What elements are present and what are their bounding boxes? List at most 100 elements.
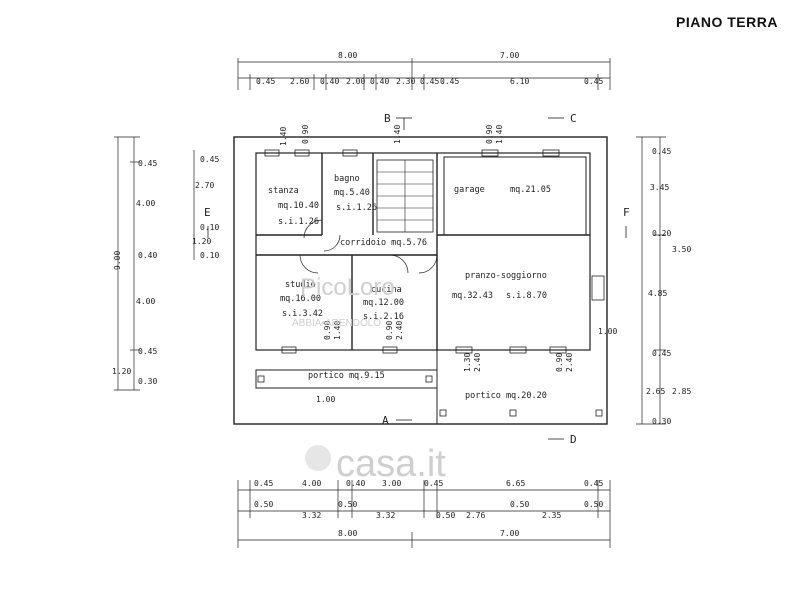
room-garage-area: mq.21.05 (510, 185, 551, 195)
dim-right-6: 2.85 (672, 387, 691, 396)
dim-right-3: 4.85 (648, 289, 667, 298)
dim-win-2: 1.40 (393, 125, 402, 144)
dim-top-3: 2.00 (346, 77, 365, 86)
room-pranzo: pranzo-soggiorno (465, 271, 547, 281)
room-stanza-si: s.i.1.26 (278, 217, 319, 227)
dim-left-2: 0.40 (138, 251, 157, 260)
room-stanza: stanza (268, 186, 299, 196)
dim-bot2-6: 0.50 (510, 500, 529, 509)
section-label-e: E (204, 206, 211, 219)
dim-garage-side: 1.00 (598, 327, 617, 336)
dim-left-in-3: 1.20 (192, 237, 211, 246)
dim-top-total-left: 8.00 (338, 51, 357, 60)
dim-left-in-4: 0.10 (200, 251, 219, 260)
watermark-brand: casa.it (336, 443, 446, 485)
door-stanza (303, 219, 323, 239)
dim-win-4: 1.40 (495, 125, 504, 144)
door-bagno (323, 234, 341, 252)
window-top-2 (294, 149, 310, 157)
window-top-5 (542, 149, 560, 157)
door-cucina (389, 254, 409, 274)
window-bot-4 (509, 346, 527, 354)
dim-bot2-1: 3.32 (302, 511, 321, 520)
dim-top-8: 6.10 (510, 77, 529, 86)
dim-win-b-0: 0.90 (323, 321, 332, 340)
dim-win-b-1: 1.40 (333, 321, 342, 340)
dim-left-total: 9.00 (113, 251, 122, 270)
dim-left-in-1: 2.70 (195, 181, 214, 190)
dim-left-3: 4.00 (136, 297, 155, 306)
dim-bot2-3: 3.32 (376, 511, 395, 520)
watermark-agency: PicoLoro (300, 274, 395, 301)
room-garage: garage (454, 185, 485, 195)
room-portico-right: portico mq.20.20 (465, 391, 547, 401)
section-label-f: F (623, 206, 630, 219)
floor-title: PIANO TERRA (676, 14, 778, 30)
room-stanza-area: mq.10.40 (278, 201, 319, 211)
dim-top-total-right: 7.00 (500, 51, 519, 60)
door-studio (299, 254, 319, 274)
dim-win-0: 1.40 (279, 127, 288, 146)
dim-bot2-0: 0.50 (254, 500, 273, 509)
door-pranzo (418, 254, 438, 274)
dim-win-b-3: 2.40 (473, 353, 482, 372)
dim-bot1-5: 6.65 (506, 479, 525, 488)
dim-bot1-4: 0.45 (424, 479, 443, 488)
room-bagno-area: mq.5.40 (334, 188, 370, 198)
dim-top-6: 0.45 (420, 77, 439, 86)
dim-bot3-left: 8.00 (338, 529, 357, 538)
section-label-c: C (570, 112, 577, 125)
interior-wall-outline (255, 152, 591, 351)
room-bagno: bagno (334, 174, 360, 184)
room-cucina-si: s.i.2.16 (363, 312, 404, 322)
dim-right-5: 2.65 (646, 387, 665, 396)
dim-right-0: 0.45 (652, 147, 671, 156)
room-pranzo-si: s.i.8.70 (506, 291, 547, 301)
room-cucina-area: mq.12.00 (363, 298, 404, 308)
dim-win-1: 0.90 (301, 125, 310, 144)
section-label-a: A (382, 414, 389, 427)
dim-right-7: 0.30 (652, 417, 671, 426)
dim-bot1-2: 0.40 (346, 479, 365, 488)
dim-bot2-5: 2.76 (466, 511, 485, 520)
dim-right-total: 3.50 (672, 245, 691, 254)
exterior-wall (233, 136, 608, 425)
dim-right-4: 0.45 (652, 349, 671, 358)
dim-bot2-2: 0.50 (338, 500, 357, 509)
room-studio-si: s.i.3.42 (282, 309, 323, 319)
dim-bot1-3: 3.00 (382, 479, 401, 488)
dim-bot3-right: 7.00 (500, 529, 519, 538)
dim-left-4: 0.45 (138, 347, 157, 356)
dim-left-0: 0.45 (138, 159, 157, 168)
dim-right-2: 0.20 (652, 229, 671, 238)
dim-left-6: 0.30 (138, 377, 157, 386)
dim-win-b-2: 1.30 (463, 353, 472, 372)
room-portico-left: portico mq.9.15 (308, 371, 385, 381)
dim-left-1: 4.00 (136, 199, 155, 208)
garage-wall (443, 156, 587, 236)
dim-bot1-6: 0.45 (584, 479, 603, 488)
section-label-b: B (384, 112, 391, 125)
dim-left-in-2: 0.10 (200, 223, 219, 232)
dim-top-2: 0.40 (320, 77, 339, 86)
dim-bot2-7: 2.35 (542, 511, 561, 520)
dim-top-9: 0.45 (584, 77, 603, 86)
section-label-d: D (570, 433, 577, 446)
window-bot-5 (549, 346, 567, 354)
dim-win-b-6: 0.90 (385, 321, 394, 340)
room-studio-area: mq.16.00 (280, 294, 321, 304)
dim-portico-width: 1.00 (316, 395, 335, 404)
dim-bot2-8: 0.50 (584, 500, 603, 509)
watermark-agency-sub: ABBIA•ARENDOLO (292, 318, 381, 329)
dim-top-4: 0.40 (370, 77, 389, 86)
window-bot-2 (382, 346, 398, 354)
dim-bot1-0: 0.45 (254, 479, 273, 488)
dim-top-1: 2.60 (290, 77, 309, 86)
dim-top-0: 0.45 (256, 77, 275, 86)
dim-win-b-5: 2.40 (565, 353, 574, 372)
dim-right-1: 3.45 (650, 183, 669, 192)
dim-left-5: 1.20 (112, 367, 131, 376)
dim-win-3: 0.90 (485, 125, 494, 144)
dim-left-in-0: 0.45 (200, 155, 219, 164)
